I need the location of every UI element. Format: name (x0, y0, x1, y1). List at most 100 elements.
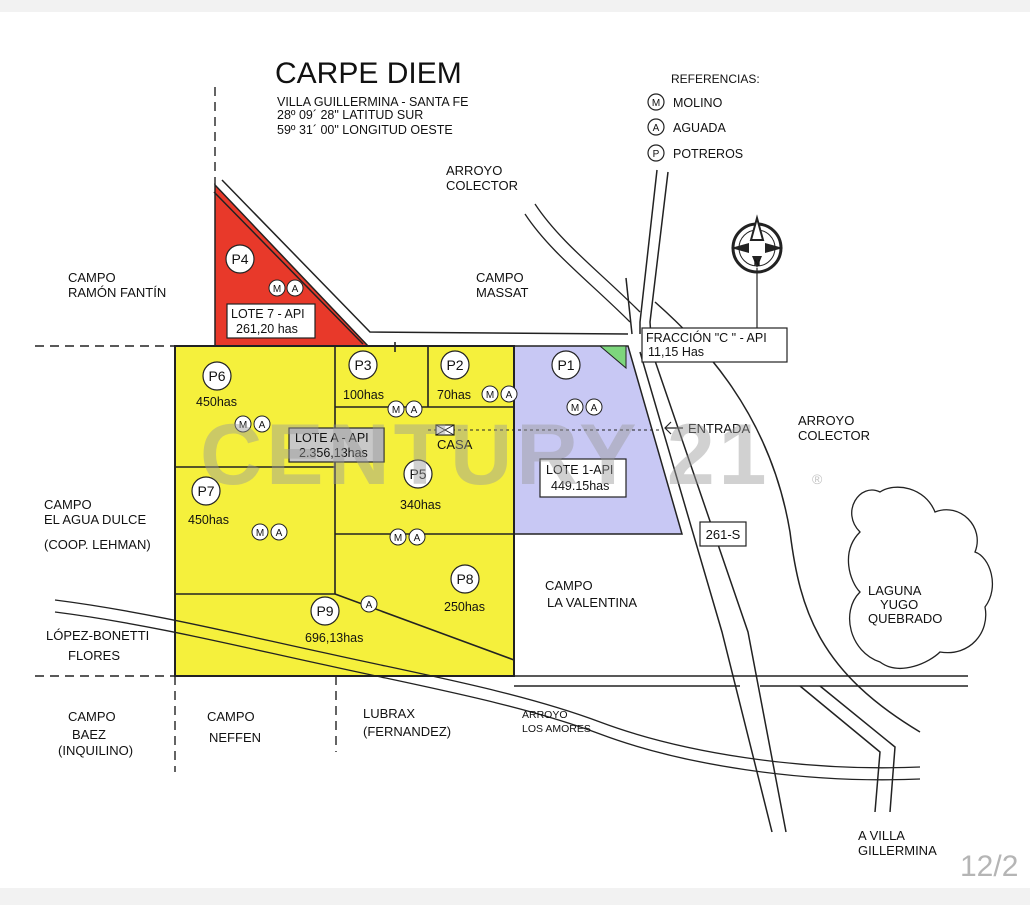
agua-dulce-label-1: CAMPO (44, 497, 92, 512)
paddock-p6: P6 450has (196, 361, 237, 409)
svg-text:M: M (273, 284, 281, 295)
baez-label-3: (INQUILINO) (58, 743, 133, 758)
road-261s-label: 261-S (706, 527, 741, 542)
legend-potreros: POTREROS (673, 147, 743, 161)
svg-text:A: A (276, 528, 283, 539)
entrance-label: ENTRADA (688, 421, 750, 436)
lot-7-name: LOTE 7 - API (231, 307, 305, 321)
svg-text:A: A (414, 533, 421, 544)
fraccion-c-green (598, 345, 627, 370)
lot-a-area: 2.356,13has (299, 446, 368, 460)
paddock-p6-area: 450has (196, 395, 237, 409)
agua-dulce-label-2: EL AGUA DULCE (44, 512, 146, 527)
molino-marker-icon: M (566, 398, 584, 416)
watermark-registered-mark: ® (812, 471, 823, 487)
map-sheet: N CARPE DIEM VILLA GUILLERMINA - SANTA F… (0, 12, 1030, 888)
roads (213, 169, 968, 833)
paddock-p8-area: 250has (444, 600, 485, 614)
paddock-p7: P7 450has (188, 476, 229, 527)
molino-marker-icon: M (481, 385, 499, 403)
boundary-dashes (35, 87, 660, 772)
paddock-p3-area: 100has (343, 388, 384, 402)
massat-label-2: MASSAT (476, 285, 529, 300)
molino-marker-icon: M (387, 400, 405, 418)
paddock-p7-area: 450has (188, 513, 229, 527)
fraccion-c-name: FRACCIÓN "C " - API (646, 330, 767, 345)
paddock-p2-area: 70has (437, 388, 471, 402)
aguada-marker-icon: A (253, 415, 271, 433)
laguna-label-2: YUGO (880, 597, 918, 612)
laguna-label-1: LAGUNA (868, 583, 922, 598)
potreros-icon: P (653, 149, 660, 160)
amores-label-2: LOS AMORES (522, 723, 591, 735)
paddock-p5: P5 340has (400, 459, 441, 512)
svg-text:M: M (486, 390, 494, 401)
laguna-label-3: QUEBRADO (868, 611, 942, 626)
century21-watermark: CENTURY 21 (200, 407, 771, 503)
baez-label-1: CAMPO (68, 709, 116, 724)
paddock-p3-id: P3 (354, 357, 371, 373)
valentina-label-1: CAMPO (545, 578, 593, 593)
paddock-p1: P1 (551, 350, 581, 380)
svg-text:A: A (366, 600, 373, 611)
house-icon (435, 424, 455, 436)
svg-text:M: M (571, 403, 579, 414)
molino-marker-icon: M (251, 523, 269, 541)
paddock-p4-id: P4 (231, 251, 248, 267)
lopez-label-1: LÓPEZ-BONETTI (46, 628, 149, 643)
svg-text:M: M (392, 405, 400, 416)
villa-label-2: GILLERMINA (858, 843, 937, 858)
arroyo-top-label-1: ARROYO (446, 163, 502, 178)
paddock-p3: P3 100has (343, 350, 384, 402)
ramon-fantin-label-2: RAMÓN FANTÍN (68, 285, 166, 300)
arroyo-colector-top (524, 203, 641, 323)
house-label: CASA (437, 437, 473, 452)
svg-text:A: A (591, 403, 598, 414)
lubrax-label-2: (FERNANDEZ) (363, 724, 451, 739)
aguada-marker-icon: A (360, 595, 378, 613)
aguada-marker-icon: A (270, 523, 288, 541)
fraccion-c-area: 11,15 Has (648, 345, 704, 359)
neffen-label-2: NEFFEN (209, 730, 261, 745)
legend-molino: MOLINO (673, 96, 723, 110)
lot-1-area: 449.15has (551, 479, 609, 493)
arroyo-top-label-2: COLECTOR (446, 178, 518, 193)
aguada-marker-icon: A (500, 385, 518, 403)
svg-text:M: M (394, 533, 402, 544)
molino-marker-icon: M (268, 279, 286, 297)
aguada-marker-icon: A (408, 528, 426, 546)
svg-text:A: A (259, 420, 266, 431)
paddock-p9: P9 696,13has (305, 596, 363, 645)
references-legend: REFERENCIAS: M MOLINO A AGUADA P POTRERO… (647, 72, 760, 162)
svg-text:A: A (292, 284, 299, 295)
massat-label-1: CAMPO (476, 270, 524, 285)
agua-dulce-label-3: (COOP. LEHMAN) (44, 537, 151, 552)
lubrax-label-1: LUBRAX (363, 706, 415, 721)
lot-a-name: LOTE A - API (295, 431, 369, 445)
aguada-marker-icon: A (286, 279, 304, 297)
valentina-label-2: LA VALENTINA (547, 595, 637, 610)
aguada-marker-icon: A (585, 398, 603, 416)
paddock-p9-area: 696,13has (305, 631, 363, 645)
aguada-marker-icon: A (405, 400, 423, 418)
map-title: CARPE DIEM (275, 57, 462, 90)
page-counter: 12/2 (960, 850, 1019, 883)
paddock-p8-id: P8 (456, 571, 473, 587)
ma-markers: M A M A M A M A M A M A M A (234, 279, 603, 613)
neffen-label-1: CAMPO (207, 709, 255, 724)
location-line-2: 28º 09´ 28" LATITUD SUR (277, 108, 423, 122)
svg-text:A: A (506, 390, 513, 401)
paddock-p5-id: P5 (409, 466, 426, 482)
location-line-3: 59º 31´ 00" LONGITUD OESTE (277, 123, 453, 137)
paddock-p8: P8 250has (444, 564, 485, 614)
lot-7-area: 261,20 has (236, 322, 298, 336)
amores-label-1: ARROYO (522, 709, 568, 721)
paddock-p1-id: P1 (557, 357, 574, 373)
entrance-arrow-icon (664, 421, 683, 435)
lopez-label-2: FLORES (68, 648, 120, 663)
molino-marker-icon: M (389, 528, 407, 546)
arroyo-right-label-1: ARROYO (798, 413, 854, 428)
property-map: N CARPE DIEM VILLA GUILLERMINA - SANTA F… (35, 57, 994, 858)
arroyo-los-amores (54, 599, 921, 781)
molino-marker-icon: M (234, 415, 252, 433)
